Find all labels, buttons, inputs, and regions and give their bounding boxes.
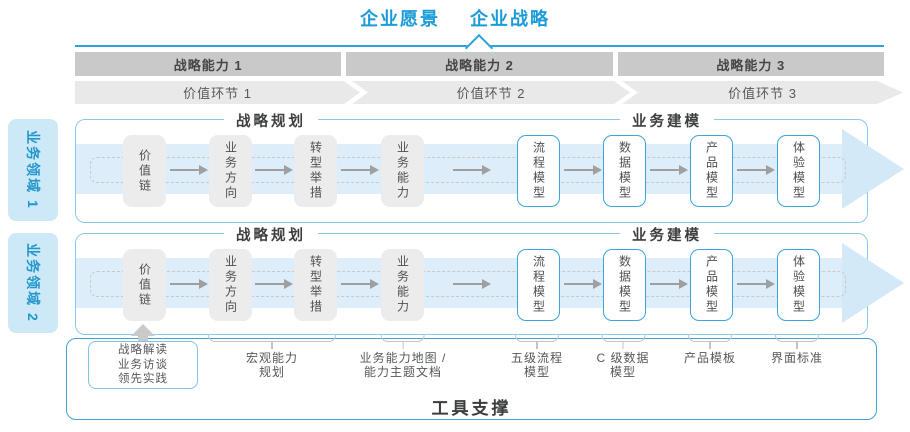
deliverable-capability-map-docs: 业务能力地图 /能力主题文档 <box>360 334 447 379</box>
vision-strategy-title: 企业愿景 企业战略 <box>0 5 910 31</box>
strategic-capability-1: 战略能力 1 <box>75 52 342 76</box>
underbrace-icon <box>687 334 732 342</box>
right-arrow-icon <box>170 279 208 289</box>
right-arrow-icon <box>650 165 688 175</box>
step-transformation-initiatives: 转型举措 <box>294 249 337 321</box>
model-process: 流程模型 <box>517 135 560 207</box>
business-domain-1-label: 业务领域 1 <box>8 119 58 221</box>
flow-arrowhead-icon <box>842 129 904 209</box>
source-line-3: 领先实践 <box>118 373 168 386</box>
step-value-chain: 价值链 <box>123 249 166 321</box>
underbrace-icon <box>380 334 425 342</box>
model-data: 数据模型 <box>603 249 646 321</box>
model-product: 产品模型 <box>690 135 733 207</box>
underbrace-icon <box>208 334 336 342</box>
right-arrow-icon <box>341 279 379 289</box>
right-arrow-icon <box>737 279 775 289</box>
business-domain-2-text: 业务领域 2 <box>25 243 41 323</box>
deliverable-macro-capability-planning: 宏观能力规划 <box>208 334 336 379</box>
deliverable-ui-standard: 界面标准 <box>771 334 823 365</box>
underbrace-icon <box>774 334 819 342</box>
right-arrow-icon <box>341 165 379 175</box>
business-domain-2-label: 业务领域 2 <box>8 233 58 333</box>
business-domain-1-text: 业务领域 1 <box>25 130 41 210</box>
flow-arrowhead-icon <box>842 243 904 323</box>
strategic-capability-3: 战略能力 3 <box>617 52 884 76</box>
enterprise-vision-label: 企业愿景 <box>360 9 440 29</box>
enterprise-strategy-label: 企业战略 <box>470 9 550 29</box>
underbrace-icon <box>514 334 559 342</box>
underbrace-icon <box>600 334 645 342</box>
deliverable-level5-process-model: 五级流程模型 <box>511 334 563 379</box>
model-product: 产品模型 <box>690 249 733 321</box>
dashed-pipeline <box>90 157 846 183</box>
step-business-direction: 业务方向 <box>209 249 252 321</box>
deliverable-c-level-data-model: C 级数据模型 <box>596 334 649 379</box>
source-line-2: 业务访谈 <box>118 358 168 371</box>
step-transformation-initiatives: 转型举措 <box>294 135 337 207</box>
step-business-direction: 业务方向 <box>209 135 252 207</box>
strategic-capability-2: 战略能力 2 <box>346 52 613 76</box>
step-business-capability: 业务能力 <box>381 249 424 321</box>
value-link-3: 价值环节 3 <box>622 81 903 104</box>
right-arrow-icon <box>453 279 491 289</box>
model-data: 数据模型 <box>603 135 646 207</box>
model-experience: 体验模型 <box>777 135 820 207</box>
section-header-business-modeling: 业务建模 <box>620 224 714 245</box>
model-experience: 体验模型 <box>777 249 820 321</box>
right-arrow-icon <box>564 279 602 289</box>
section-header-business-modeling: 业务建模 <box>620 110 714 131</box>
right-arrow-icon <box>255 165 293 175</box>
step-business-capability: 业务能力 <box>381 135 424 207</box>
domain-1-value-stream-row: 战略规划 业务建模 价值链 业务方向 转型举措 业务能力 流程模型 数据模型 产… <box>75 110 904 223</box>
right-arrow-icon <box>255 279 293 289</box>
dashed-pipeline <box>90 271 846 297</box>
right-arrow-icon <box>650 279 688 289</box>
value-link-1: 价值环节 1 <box>75 81 360 104</box>
value-link-2: 价值环节 2 <box>352 81 630 104</box>
model-process: 流程模型 <box>517 249 560 321</box>
section-header-strategic-planning: 战略规划 <box>224 224 318 245</box>
tool-support-title: 工具支撑 <box>431 399 512 418</box>
strategic-capability-bars: 战略能力 1 战略能力 2 战略能力 3 <box>75 52 884 76</box>
section-header-strategic-planning: 战略规划 <box>224 110 318 131</box>
right-arrow-icon <box>564 165 602 175</box>
step-value-chain: 价值链 <box>123 135 166 207</box>
strategy-input-sources-box: 战略解读 业务访谈 领先实践 <box>88 341 198 389</box>
right-arrow-icon <box>453 165 491 175</box>
right-arrow-icon <box>170 165 208 175</box>
right-arrow-icon <box>737 165 775 175</box>
value-link-band: 价值环节 1 价值环节 2 价值环节 3 <box>75 81 905 104</box>
deliverable-product-template: 产品模板 <box>684 334 736 365</box>
source-line-1: 战略解读 <box>118 344 168 357</box>
tool-support-container <box>66 338 877 420</box>
domain-2-value-stream-row: 战略规划 业务建模 价值链 业务方向 转型举措 业务能力 流程模型 数据模型 产… <box>75 224 904 335</box>
